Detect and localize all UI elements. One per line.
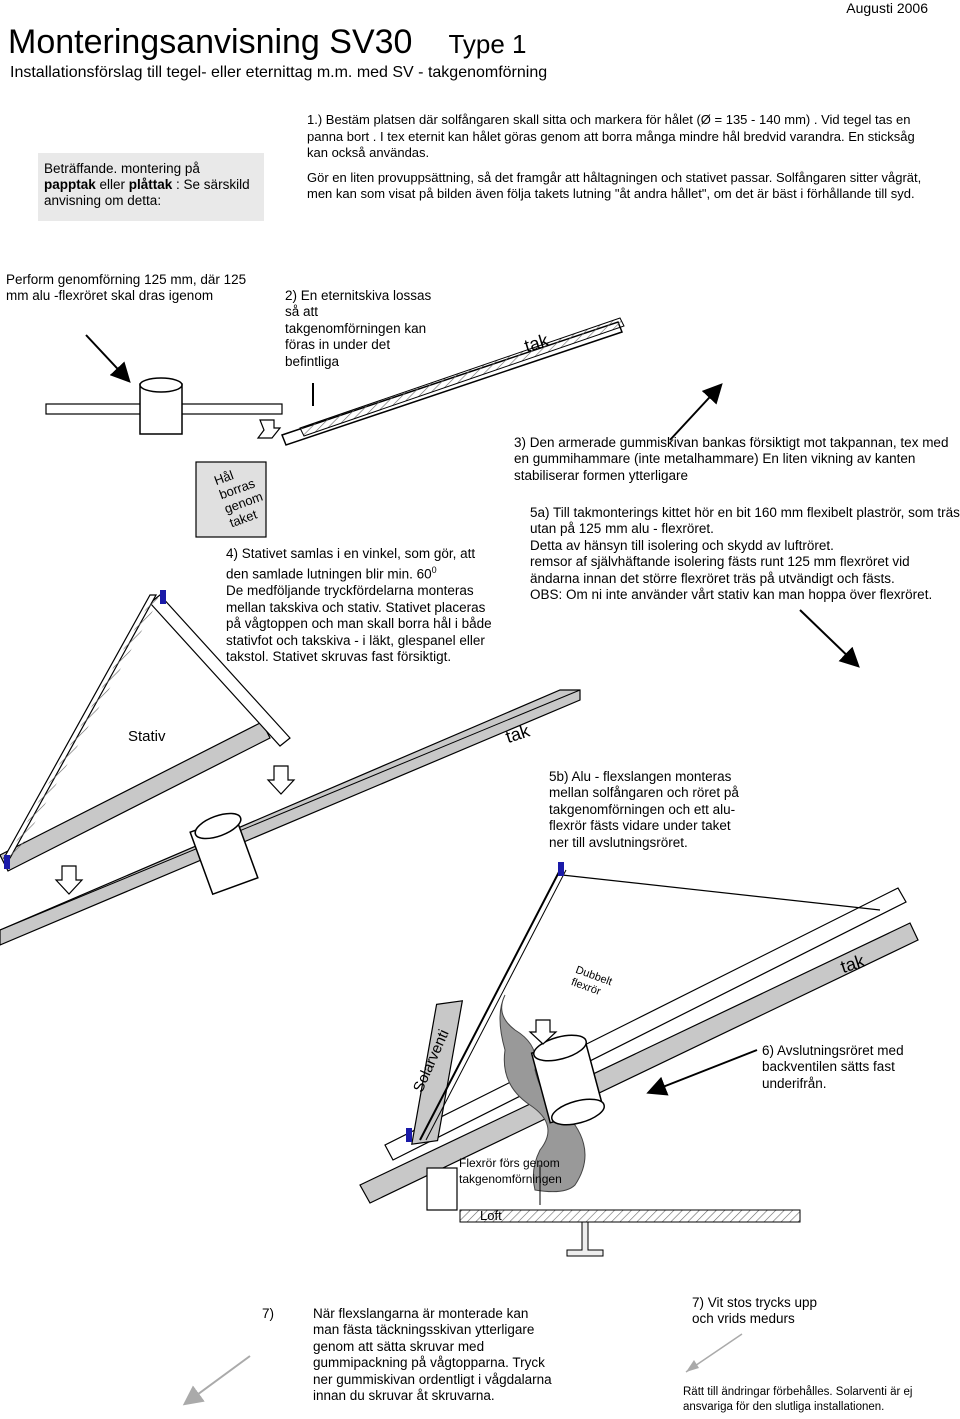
label-flexror-line-1: Flexrör förs genom	[459, 1156, 560, 1170]
label-stativ: Stativ	[128, 728, 166, 745]
step-3-text: 3) Den armerade gummiskivan bankas försi…	[514, 435, 949, 483]
step-5b-text: 5b) Alu - flexslangen monteras mellan so…	[549, 769, 739, 850]
label-flexror-line-2: takgenomförningen	[459, 1172, 562, 1186]
title-type: Type 1	[448, 29, 527, 59]
label-flexror: Flexrör förs genom takgenomförningen	[459, 1155, 562, 1187]
step-5a-text: 5a) Till takmonterings kittet hör en bit…	[530, 505, 960, 603]
step-perform-text: Perform genomförning 125 mm, där 125 mm …	[6, 272, 247, 304]
step-4-line-1: 4) Stativet samlas i en vinkel, som gör,…	[226, 546, 476, 582]
step-7-number: 7)	[262, 1306, 275, 1321]
label-loft: Loft	[480, 1208, 502, 1223]
step-6-text: 6) Avslutningsröret med backventilen sät…	[762, 1043, 904, 1091]
intro-paragraph-1: 1.) Bestäm platsen där solfångaren skall…	[307, 112, 915, 160]
roof-section-1	[45, 317, 723, 446]
step-4-text: 4) Stativet samlas i en vinkel, som gör,…	[226, 546, 496, 665]
stand-section	[0, 461, 860, 946]
step-4-degree: 0	[431, 565, 437, 576]
title-text: Monteringsanvisning SV30	[8, 23, 413, 61]
step-5a-line-3: remsor af självhäftande isolering fästs …	[530, 554, 910, 586]
step-7b-text: 7) Vit stos trycks upp och vrids medurs	[692, 1295, 818, 1327]
note-bold-papptak: papptak	[44, 177, 96, 192]
step-4-line-2: De medföljande tryckfördelarna monteras …	[226, 583, 492, 664]
step-5a-line-2: Detta av hänsyn till isolering och skydd…	[530, 537, 834, 553]
note-box: Beträffande. montering på papptak eller …	[38, 153, 264, 221]
note-lead: Beträffande. montering på	[44, 161, 200, 176]
note-tail: : Se särskild anvisning om detta:	[44, 177, 250, 208]
step-7-text: När flexslangarna är monterade kan man f…	[313, 1306, 552, 1404]
step-5a-line-1: 5a) Till takmonterings kittet hör en bit…	[530, 505, 960, 537]
disclaimer: Rätt till ändringar förbehålles. Solarve…	[683, 1386, 913, 1413]
document-date: Augusti 2006	[846, 0, 928, 16]
bottom-section	[182, 1333, 743, 1406]
step-2-text: 2) En eternitskiva lossas så att takgeno…	[285, 288, 432, 369]
note-bold-plattak: plåttak	[128, 177, 173, 192]
document-title: Monteringsanvisning SV30 Type 1	[8, 22, 527, 64]
step-5a-line-4: OBS: Om ni inte använder vårt stativ kan…	[530, 587, 933, 603]
document-subtitle: Installationsförslag till tegel- eller e…	[10, 64, 548, 81]
intro-paragraph-2: Gör en liten provuppsättning, så det fra…	[307, 169, 922, 202]
note-mid: eller	[95, 177, 129, 192]
collector-section	[359, 862, 919, 1257]
intro-text: 1.) Bestäm platsen där solfångaren skall…	[307, 112, 932, 211]
